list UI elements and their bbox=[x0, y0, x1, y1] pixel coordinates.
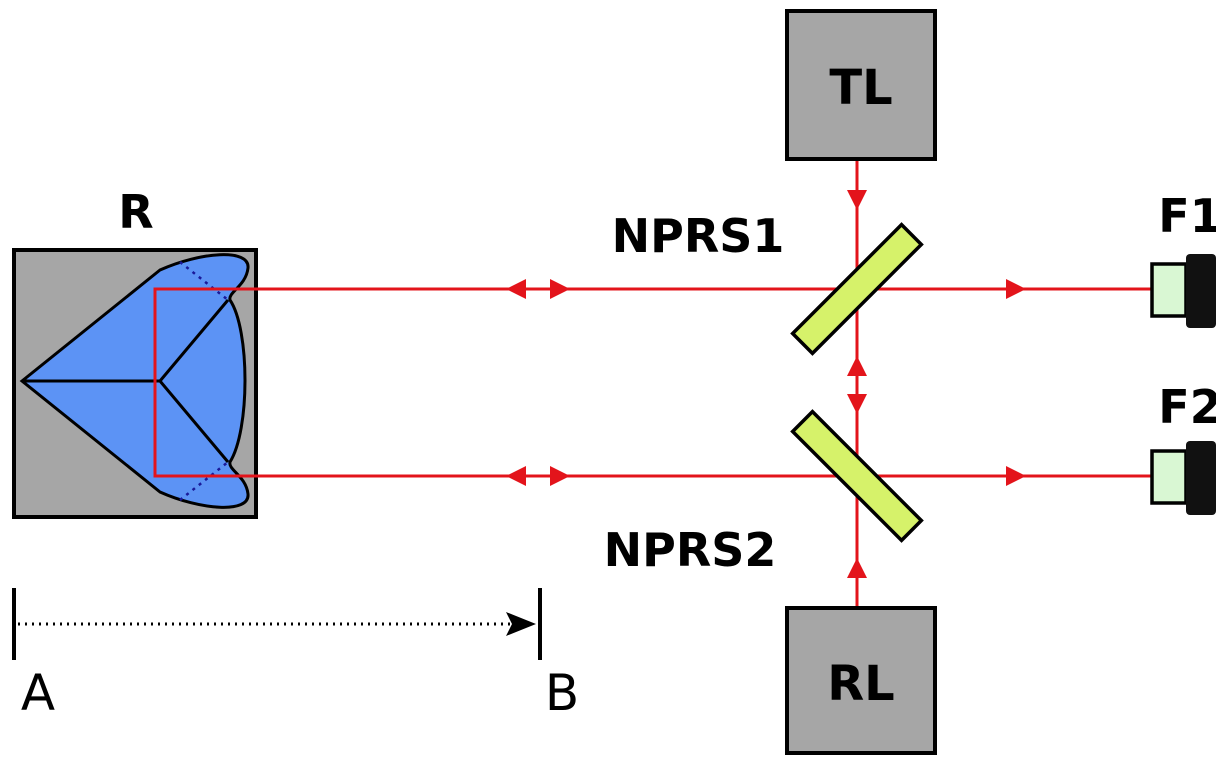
transmitter-laser: TL bbox=[785, 9, 937, 161]
arrow-up-from-rl bbox=[847, 558, 867, 578]
receiver-laser-label: RL bbox=[827, 656, 895, 712]
point-b-label: B bbox=[545, 664, 579, 722]
arrow-left-lower bbox=[506, 466, 526, 486]
transmitter-laser-label: TL bbox=[829, 60, 892, 116]
arrow-up-middle bbox=[847, 356, 867, 376]
retroreflector-label: R bbox=[118, 185, 153, 239]
distance-a-b: A B bbox=[12, 588, 579, 722]
laser-beams bbox=[153, 160, 1152, 608]
receiver-laser-box bbox=[785, 606, 937, 755]
point-a-label: A bbox=[21, 664, 55, 722]
splitter-2-label: NPRS2 bbox=[604, 523, 777, 577]
receiver-laser: RL bbox=[785, 606, 937, 755]
beam-splitter-2: NPRS2 bbox=[604, 409, 924, 577]
beam-splitter-plate-icon bbox=[790, 222, 924, 356]
arrow-right-lower bbox=[550, 466, 570, 486]
detector-2-label: F2 bbox=[1158, 380, 1216, 434]
arrow-down-middle bbox=[847, 394, 867, 414]
arrow-right-upper bbox=[550, 279, 570, 299]
splitter-1-label: NPRS1 bbox=[612, 209, 785, 263]
arrow-to-f1 bbox=[1006, 279, 1026, 299]
arrow-left-upper bbox=[506, 279, 526, 299]
detector-1: F1 bbox=[1150, 189, 1216, 328]
arrow-down-from-tl bbox=[847, 190, 867, 210]
transmitter-laser-box bbox=[785, 9, 937, 161]
corner-cube-prism-icon bbox=[19, 253, 250, 509]
beam-loop-in-retroreflector bbox=[153, 287, 1152, 478]
photodetector-icon bbox=[1150, 254, 1216, 328]
retroreflector: R bbox=[12, 185, 258, 519]
beam-splitter-plate-icon bbox=[790, 409, 924, 543]
detector-1-label: F1 bbox=[1158, 189, 1216, 243]
distance-arrowhead bbox=[506, 612, 536, 636]
photodetector-icon bbox=[1150, 441, 1216, 515]
beam-splitter-1: NPRS1 bbox=[612, 209, 924, 356]
detector-2: F2 bbox=[1150, 380, 1216, 515]
arrow-to-f2 bbox=[1006, 466, 1026, 486]
